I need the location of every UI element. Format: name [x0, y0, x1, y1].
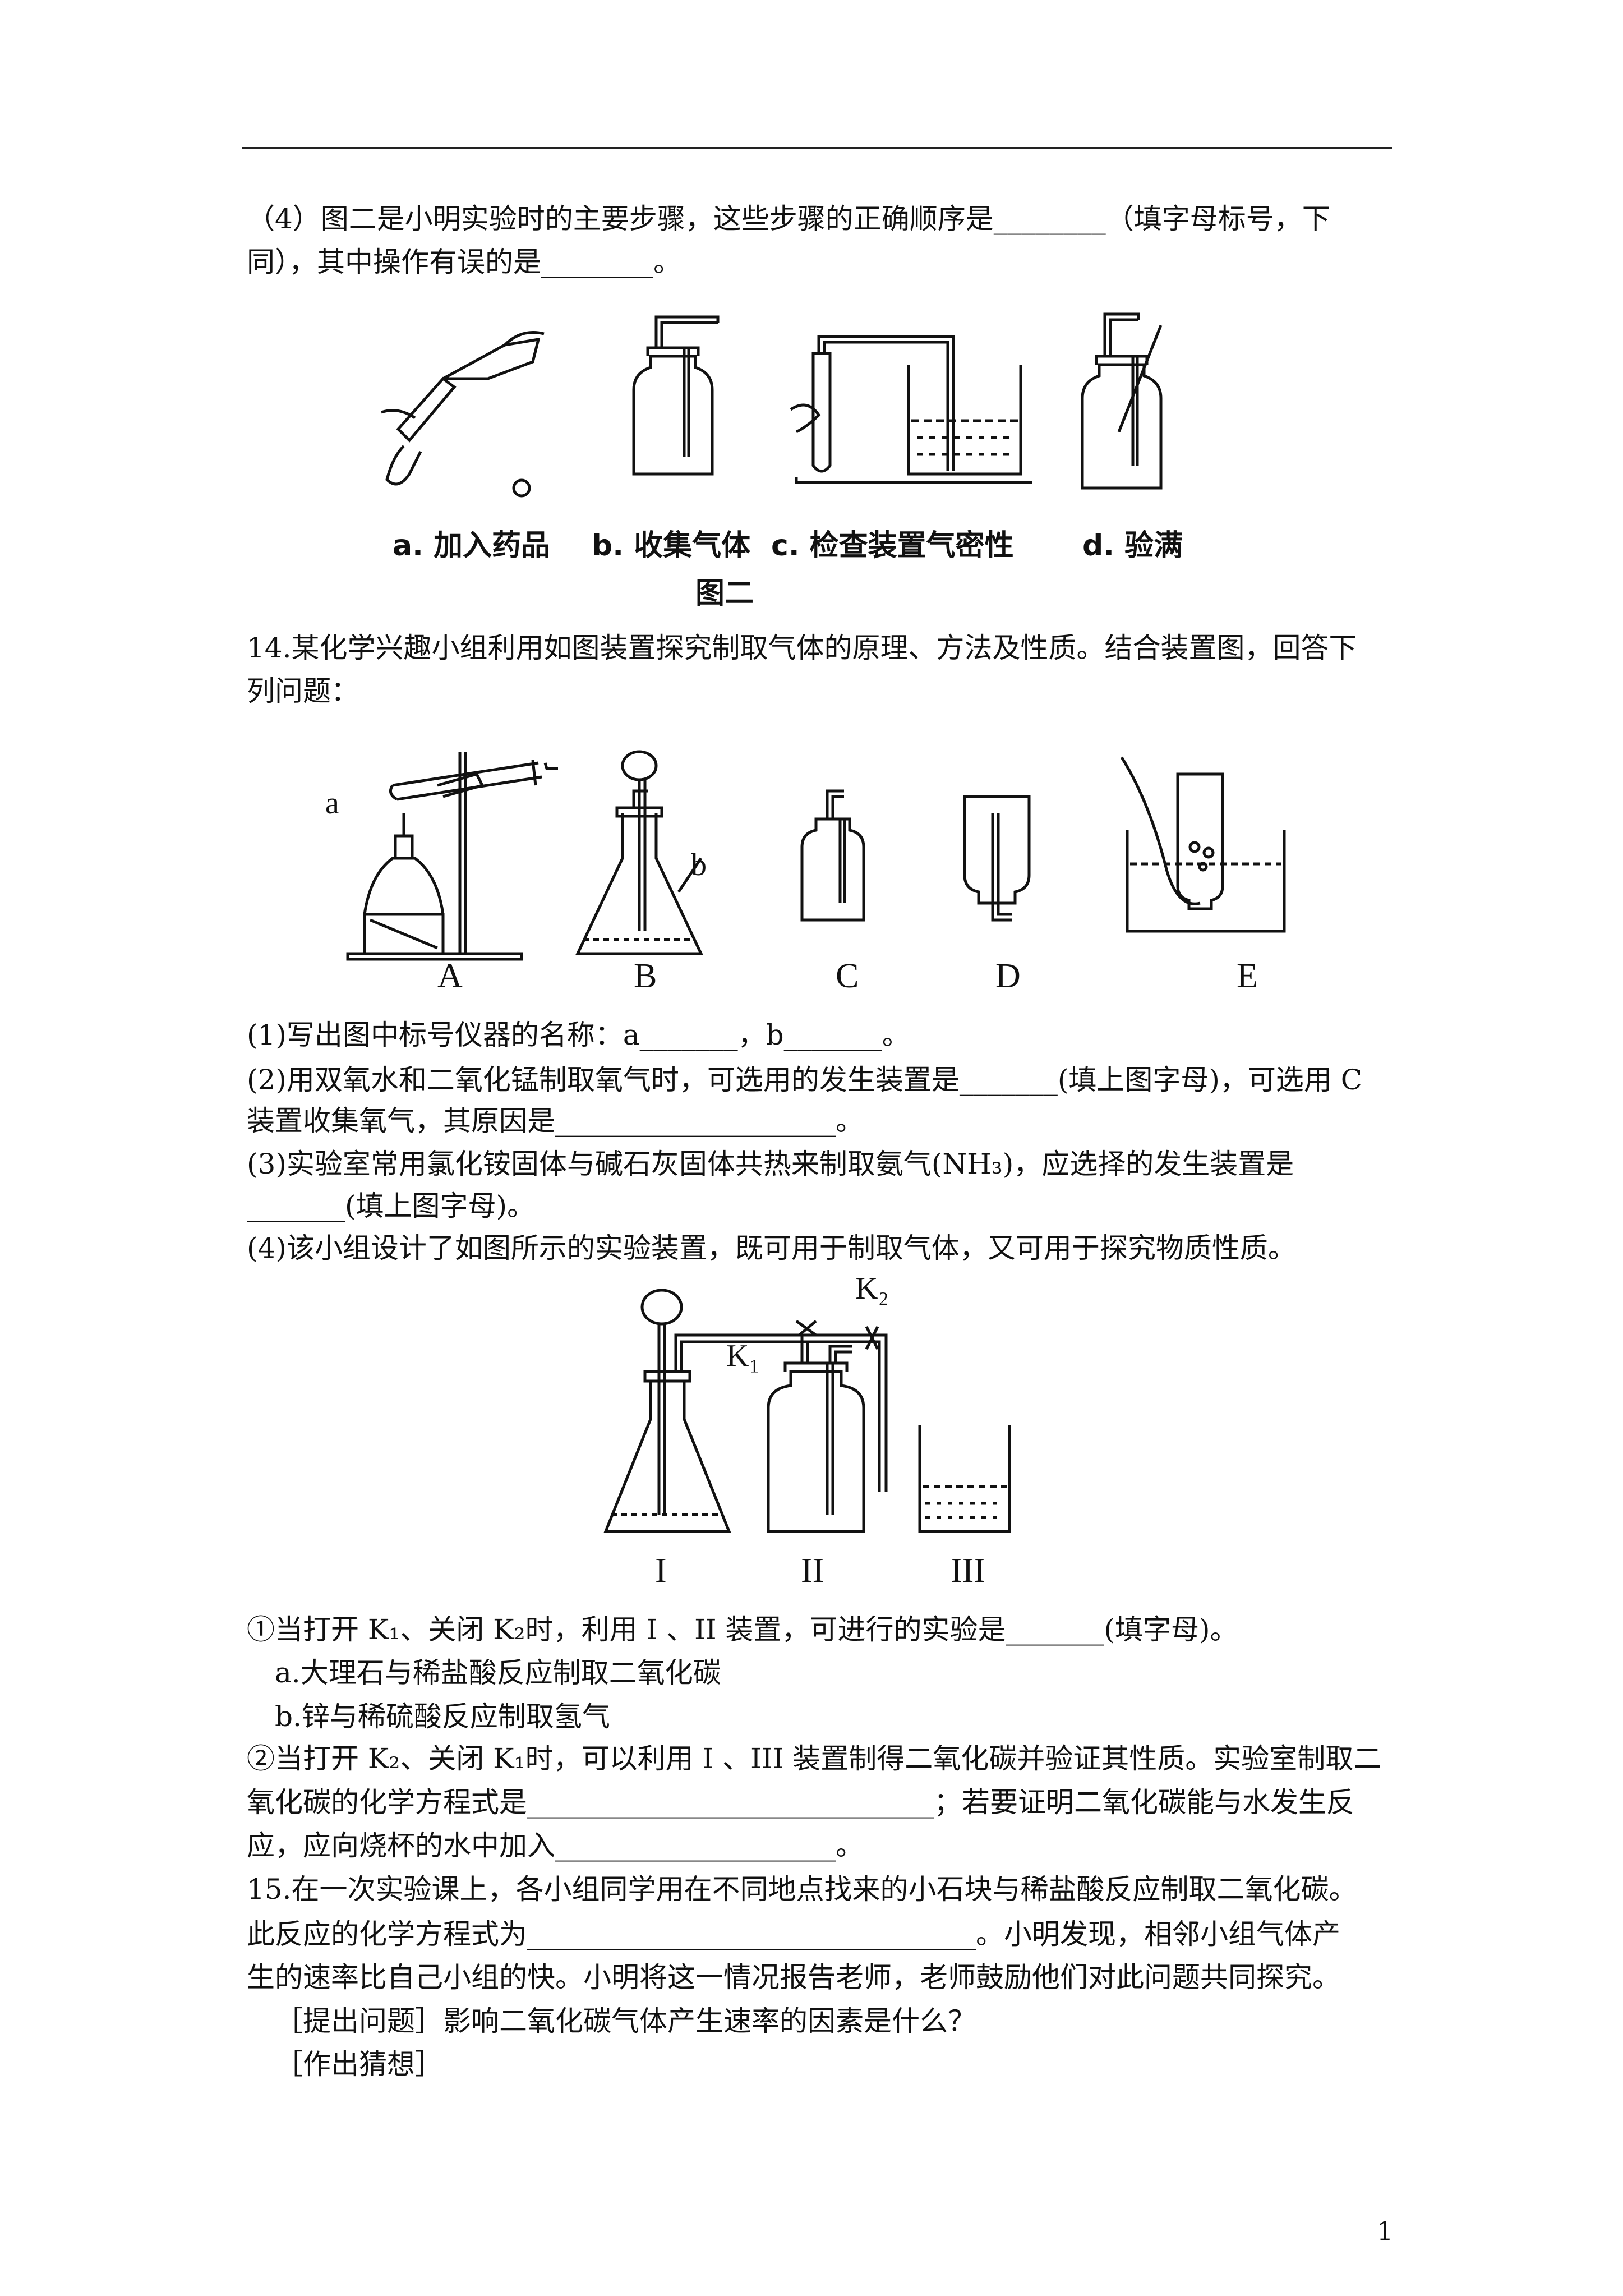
apparatus-a-heating [346, 752, 558, 961]
q15-line-4: ［提出问题］影响二氧化碳气体产生速率的因素是什么？ [275, 2005, 976, 2037]
q15-line-3: 生的速率比自己小组的快。小明将这一情况报告老师，老师鼓励他们对此问题共同探究。 [247, 1961, 1340, 1994]
figure2-title: 图二 [695, 577, 754, 610]
apparatus-c-bottle [800, 789, 865, 922]
q4-line-2: 同），其中操作有误的是________。 [247, 246, 681, 278]
c1-line: ①当打开 K₁、关闭 K₂时，利用 I 、II 装置，可进行的实验是______… [247, 1613, 1238, 1646]
c2-line-3: 应，应向烧杯的水中加入____________________。 [247, 1829, 864, 1862]
label-b: b [691, 848, 707, 882]
figure2-step-c-check-airtightness [790, 335, 1032, 484]
roman-iii: III [951, 1552, 985, 1590]
q14-line-2: 列问题： [247, 675, 359, 707]
figure2-caption-c: c. 检查装置气密性 [771, 529, 1014, 563]
option-a: a.大理石与稀盐酸反应制取二氧化碳 [275, 1657, 721, 1689]
label-k1: K₁ [726, 1338, 760, 1373]
q15-line-1: 15.在一次实验课上，各小组同学用在不同地点找来的小石块与稀盐酸反应制取二氧化碳… [247, 1873, 1357, 1906]
figure2-caption-a: a. 加入药品 [393, 529, 550, 563]
figure2-step-d-test-full [1081, 312, 1163, 490]
roman-i: I [655, 1552, 667, 1590]
apparatus-b-flask [575, 750, 703, 955]
header-rule [242, 147, 1392, 149]
figure2-caption-d: d. 验满 [1082, 529, 1183, 563]
part2-line-1: (2)用双氧水和二氧化锰制取氧气时，可选用的发生装置是_______(填上图字母… [247, 1064, 1362, 1096]
option-b: b.锌与稀硫酸反应制取氢气 [275, 1700, 610, 1733]
q15-line-5: ［作出猜想］ [275, 2048, 443, 2081]
part2-line-2: 装置收集氧气，其原因是____________________。 [247, 1105, 864, 1137]
apparatus-letter-e: E [1237, 957, 1258, 995]
apparatus-e-water-trough [1120, 756, 1286, 933]
apparatus-letter-d: D [995, 957, 1021, 995]
part1-line: (1)写出图中标号仪器的名称：a_______，b_______。 [247, 1019, 910, 1051]
label-k2: K₂ [855, 1271, 889, 1306]
part3-line-1: (3)实验室常用氯化铵固体与碱石灰固体共热来制取氨气(NH₃)，应选择的发生装置… [247, 1148, 1294, 1180]
figure2-caption-b: b. 收集气体 [592, 529, 751, 563]
figure2-step-b-collect-gas [632, 315, 720, 476]
apparatus-letter-a: A [437, 957, 463, 995]
figure2-step-a-add-reagent [381, 331, 545, 498]
q14-line-1: 14.某化学兴趣小组利用如图装置探究制取气体的原理、方法及性质。结合装置图，回答… [247, 632, 1357, 664]
apparatus-letter-c: C [836, 957, 859, 995]
q4-line-1: （4）图二是小明实验时的主要步骤，这些步骤的正确顺序是________（填字母标… [247, 203, 1330, 235]
page-number: 1 [1377, 2216, 1394, 2246]
apparatus-letter-b: B [634, 957, 657, 995]
roman-ii: II [801, 1552, 824, 1590]
apparatus-d-bottle-inverted [963, 795, 1031, 922]
label-a: a [325, 786, 339, 821]
apparatus-combined-i-ii-iii [603, 1289, 1011, 1533]
c2-line-2: 氧化碳的化学方程式是_____________________________；… [247, 1786, 1354, 1819]
c2-line-1: ②当打开 K₂、关闭 K₁时，可以利用 I 、III 装置制得二氧化碳并验证其性… [247, 1742, 1382, 1775]
q15-line-2: 此反应的化学方程式为______________________________… [247, 1918, 1340, 1950]
part4-line: (4)该小组设计了如图所示的实验装置，既可用于制取气体，又可用于探究物质性质。 [247, 1232, 1296, 1264]
part3-line-2: _______(填上图字母)。 [247, 1190, 536, 1222]
